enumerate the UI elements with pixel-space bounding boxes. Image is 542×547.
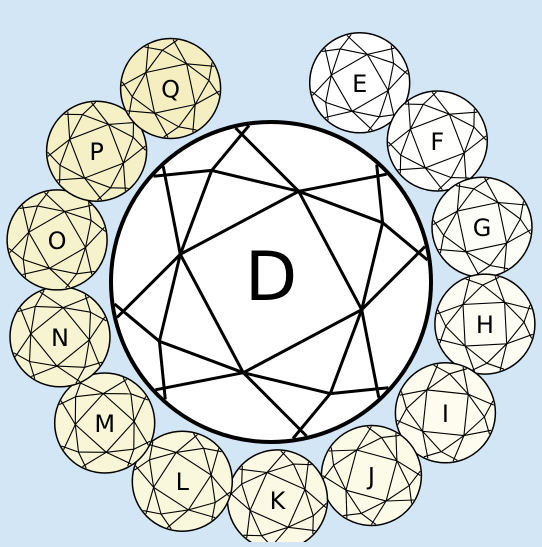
grade-stone-j: J bbox=[321, 426, 421, 526]
grade-label: F bbox=[430, 128, 444, 156]
facet-line bbox=[244, 535, 262, 536]
grade-label: H bbox=[476, 311, 494, 339]
grade-label: E bbox=[352, 70, 367, 98]
center-diamond: D bbox=[111, 122, 431, 442]
grade-stone-g: G bbox=[432, 177, 532, 277]
grade-label: J bbox=[366, 463, 375, 491]
center-diamond-label: D bbox=[245, 238, 297, 317]
grade-stone-o: O bbox=[7, 190, 107, 290]
grade-label: Q bbox=[161, 76, 180, 104]
facet-line bbox=[242, 466, 243, 484]
grade-stone-k: K bbox=[228, 450, 328, 542]
grade-label: M bbox=[94, 410, 115, 438]
grade-label: P bbox=[89, 138, 103, 166]
grade-label: O bbox=[48, 227, 67, 255]
grade-label: G bbox=[473, 214, 492, 242]
grade-label: K bbox=[270, 487, 287, 515]
facet-line bbox=[294, 464, 312, 465]
grade-label: L bbox=[176, 468, 190, 496]
grade-stone-h: H bbox=[435, 274, 535, 374]
grade-stone-q: Q bbox=[121, 39, 221, 139]
grade-stone-f: F bbox=[387, 91, 487, 191]
grade-stone-m: M bbox=[55, 373, 155, 473]
grade-label: I bbox=[442, 400, 449, 428]
grade-label: N bbox=[51, 324, 69, 352]
grade-stone-n: N bbox=[10, 287, 110, 387]
facet-line bbox=[313, 516, 314, 534]
